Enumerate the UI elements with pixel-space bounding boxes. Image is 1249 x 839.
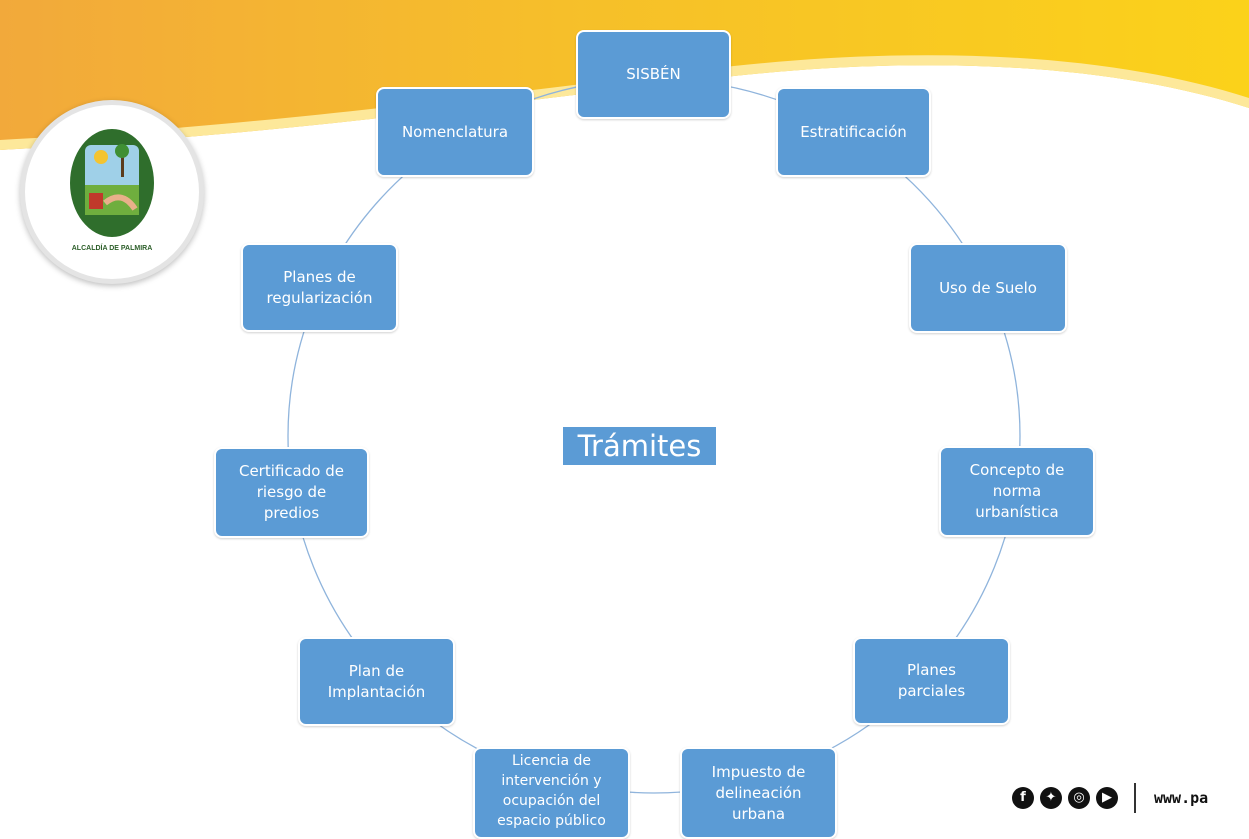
twitter-icon[interactable]: ✦ — [1040, 787, 1062, 809]
instagram-icon[interactable]: ◎ — [1068, 787, 1090, 809]
node-uso-de-suelo: Uso de Suelo — [909, 243, 1067, 333]
logo-caption: ALCALDÍA DE PALMIRA — [71, 245, 153, 252]
node-nomenclatura: Nomenclatura — [376, 87, 534, 177]
center-title: Trámites — [563, 427, 716, 465]
node-planes-parciales: Planes parciales — [853, 637, 1010, 725]
facebook-icon[interactable]: f — [1012, 787, 1034, 809]
node-plan-implantacion: Plan de Implantación — [298, 637, 455, 726]
footer-divider — [1134, 783, 1136, 813]
node-sisben: SISBÉN — [576, 30, 731, 119]
node-planes-regularizacion: Planes de regularización — [241, 243, 398, 332]
node-concepto-norma: Concepto de norma urbanística — [939, 446, 1095, 537]
node-impuesto-delineacion: Impuesto de delineación urbana — [680, 747, 837, 839]
node-certificado-riesgo: Certificado de riesgo de predios — [214, 447, 369, 538]
alcaldia-logo: ALCALDÍA DE PALMIRA — [20, 100, 204, 284]
youtube-icon[interactable]: ▶ — [1096, 787, 1118, 809]
website-link[interactable]: www.pa — [1154, 789, 1209, 807]
node-estratificacion: Estratificación — [776, 87, 931, 177]
coat-of-arms-icon — [70, 129, 154, 237]
footer-social: f ✦ ◎ ▶ www.pa — [1012, 783, 1208, 813]
node-licencia-intervencion: Licencia de intervención y ocupación del… — [473, 747, 630, 839]
